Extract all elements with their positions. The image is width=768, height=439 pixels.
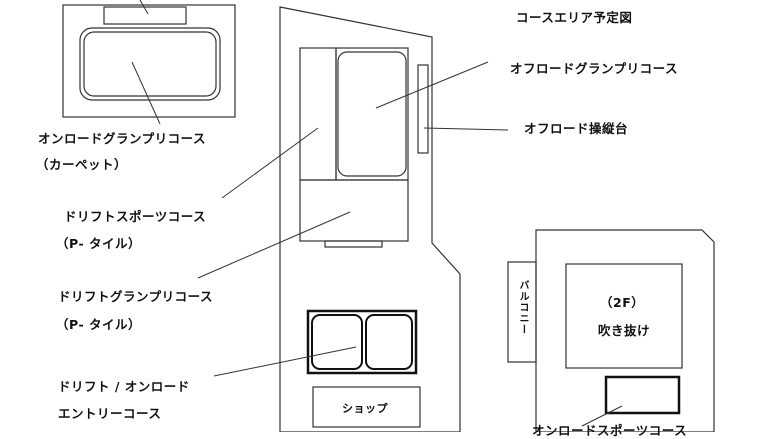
- drift-sports-area: [299, 179, 409, 242]
- entry-course-track-right: [365, 314, 413, 370]
- balcony-box: [507, 261, 537, 363]
- offroad-stand: [417, 64, 429, 154]
- onroad-sports-box: [604, 375, 681, 415]
- label-onroad-gp-sub: （カーペット）: [36, 157, 128, 172]
- label-entry-sub: エントリーコース: [58, 406, 162, 421]
- label-atrium: 吹き抜け: [598, 323, 651, 338]
- label-offroad-stand: オフロード操縦台: [524, 121, 629, 136]
- label-shop: ショップ: [342, 402, 388, 415]
- offroad-right-area: [335, 47, 409, 181]
- label-entry: ドリフト / オンロード: [58, 379, 190, 394]
- entry-course-track-left: [311, 314, 363, 370]
- leader-offroad-stand: [423, 127, 509, 131]
- label-onroad-gp: オンロードグランプリコース: [38, 131, 207, 146]
- label-onroad-sports: オンロードスポーツコース: [532, 423, 688, 438]
- onroad-gp-area: [62, 4, 236, 118]
- label-drift-sports: ドリフトスポーツコース: [64, 209, 207, 224]
- entry-course-frame: [306, 309, 418, 375]
- shop-box: [312, 386, 421, 428]
- leader-offroad-gp: [375, 61, 489, 109]
- leader-drift-sports: [221, 127, 319, 199]
- leader-entry: [213, 346, 357, 377]
- onroad-gp-track-inner: [83, 31, 217, 97]
- offroad-gp-track: [337, 51, 407, 177]
- onroad-gp-track-outer: [79, 27, 221, 101]
- onroad-gp-sign: [103, 6, 187, 25]
- drift-sports-ledge: [324, 240, 383, 248]
- label-drift-gp: ドリフトグランプリコース: [58, 289, 214, 304]
- label-drift-sports-sub: （P- タイル）: [56, 236, 141, 251]
- diagram-title: コースエリア予定図: [516, 10, 633, 25]
- label-offroad-gp: オフロードグランプリコース: [510, 61, 679, 76]
- atrium-box: [565, 263, 683, 369]
- leader-onroad-gp: [131, 61, 161, 125]
- main-building-outline: [279, 6, 461, 432]
- label-balcony: バルコニー: [517, 280, 528, 335]
- leader-onroad-gp-top: [139, 0, 149, 15]
- label-drift-gp-sub: （P- タイル）: [56, 317, 141, 332]
- offroad-left-area: [299, 47, 337, 181]
- leader-onroad-sports: [581, 405, 623, 427]
- leader-drift-gp: [197, 211, 351, 279]
- second-floor-outline: [535, 229, 715, 432]
- label-2f: （2F）: [600, 295, 645, 310]
